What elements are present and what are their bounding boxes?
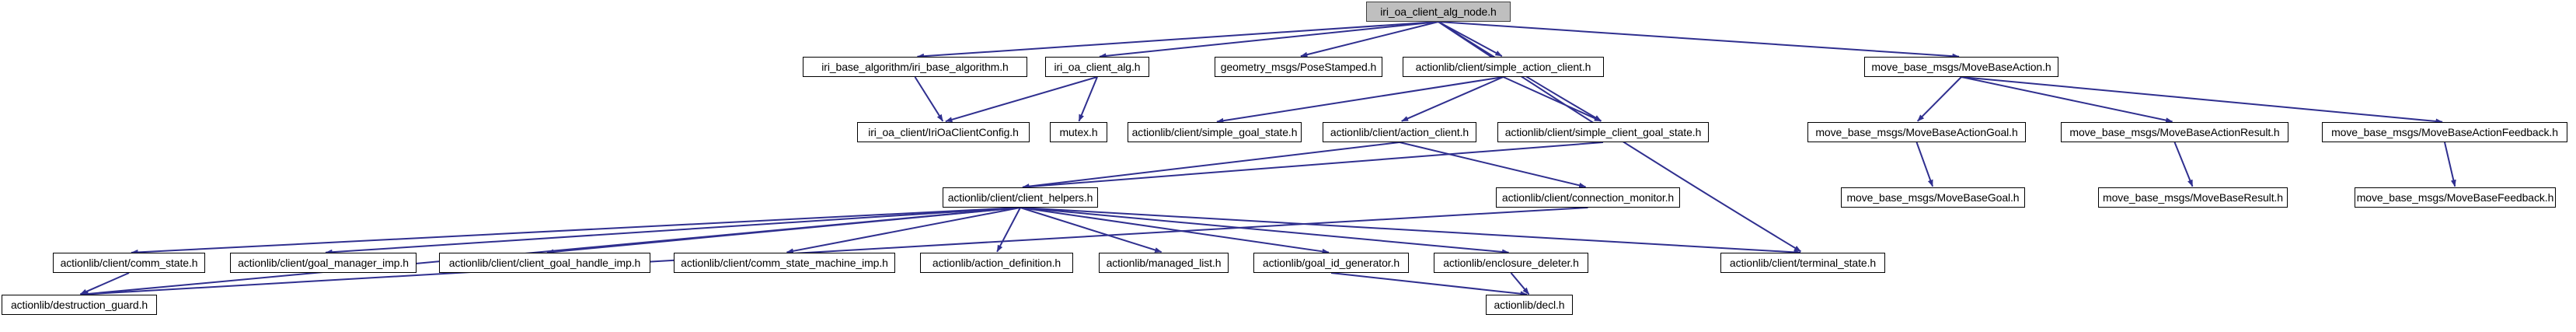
graph-node-label: actionlib/client/simple_client_goal_stat… [1504,126,1702,138]
graph-node-label: actionlib/action_definition.h [932,257,1061,269]
graph-edge [945,76,1098,123]
graph-edge [131,207,1021,255]
graph-edge [81,207,1021,297]
graph-node-label: actionlib/enclosure_deleter.h [1443,257,1579,269]
graph-node[interactable]: move_base_msgs/MoveBaseResult.h [2098,187,2288,208]
graph-node-label: actionlib/client/client_helpers.h [947,191,1093,204]
graph-node[interactable]: actionlib/client/simple_action_client.h [1403,57,1604,77]
graph-edge [1078,76,1098,122]
graph-edge [1020,207,1163,253]
graph-node-label: move_base_msgs/MoveBaseActionResult.h [2069,126,2280,138]
graph-edge [81,207,1588,297]
graph-node[interactable]: actionlib/client/goal_manager_imp.h [230,253,417,273]
graph-edge [1216,76,1504,124]
graph-edge [1961,76,2173,124]
graph-node[interactable]: iri_base_algorithm/iri_base_algorithm.h [803,57,1027,77]
graph-edge [996,207,1021,253]
graph-node-label: actionlib/client/connection_monitor.h [1501,191,1675,204]
graph-node-label: move_base_msgs/MoveBaseActionGoal.h [1815,126,2018,138]
graph-edge [1300,21,1439,58]
graph-node[interactable]: iri_oa_client/IriOaClientConfig.h [857,122,1030,142]
graph-node-label: actionlib/decl.h [1494,299,1565,311]
graph-node[interactable]: actionlib/client/comm_state_machine_imp.… [674,253,895,273]
graph-node[interactable]: actionlib/client/simple_goal_state.h [1128,122,1302,142]
graph-edge [2173,142,2194,187]
graph-node[interactable]: actionlib/client/terminal_state.h [1720,253,1885,273]
graph-node[interactable]: iri_oa_client_alg.h [1045,57,1149,77]
graph-node[interactable]: actionlib/enclosure_deleter.h [1434,253,1588,273]
graph-edge [79,272,130,295]
graph-node-label: move_base_msgs/MoveBaseFeedback.h [2356,191,2554,204]
graph-edge [1916,76,1962,122]
graph-node[interactable]: geometry_msgs/PoseStamped.h [1215,57,1382,77]
graph-node[interactable]: actionlib/managed_list.h [1099,253,1229,273]
graph-edge [325,207,1021,255]
graph-node-label: move_base_msgs/MoveBaseResult.h [2103,191,2283,204]
graph-edge [1503,76,1602,122]
graph-node[interactable]: actionlib/destruction_guard.h [2,295,157,315]
graph-node-label: mutex.h [1059,126,1098,138]
graph-node-label: iri_base_algorithm/iri_base_algorithm.h [821,61,1009,73]
graph-node-label: move_base_msgs/MoveBaseAction.h [1871,61,2051,73]
graph-node-label: actionlib/destruction_guard.h [10,299,148,311]
graph-node[interactable]: actionlib/client/comm_state.h [53,253,205,273]
graph-edge [1022,142,1604,190]
graph-node-label: actionlib/client/goal_manager_imp.h [238,257,409,269]
graph-edge [1330,272,1528,297]
graph-edge [1961,76,2443,124]
graph-node-label: move_base_msgs/MoveBaseGoal.h [1846,191,2020,204]
graph-edge [1510,272,1530,295]
graph-edge [1022,142,1400,190]
graph-node-label: iri_oa_client_alg.h [1054,61,1141,73]
graph-edge [916,21,1439,59]
graph-node[interactable]: actionlib/client/action_client.h [1323,122,1476,142]
graph-edge [2444,142,2456,187]
graph-edge [786,207,1021,254]
graph-edge [1438,21,1960,59]
graph-node[interactable]: move_base_msgs/MoveBaseFeedback.h [2355,187,2556,208]
graph-node-label: actionlib/managed_list.h [1106,257,1222,269]
graph-node[interactable]: actionlib/client/simple_client_goal_stat… [1497,122,1709,142]
graph-node[interactable]: move_base_msgs/MoveBaseActionFeedback.h [2322,122,2567,142]
graph-node-label: actionlib/goal_id_generator.h [1262,257,1400,269]
graph-edge [914,76,944,122]
graph-node-label: actionlib/client/action_client.h [1330,126,1469,138]
graph-node-root[interactable]: iri_oa_client_alg_node.h [1366,2,1511,22]
graph-node-label: actionlib/client/client_goal_handle_imp.… [448,257,641,269]
graph-node[interactable]: move_base_msgs/MoveBaseActionResult.h [2061,122,2288,142]
graph-edge [1915,142,1934,187]
graph-node-label: actionlib/client/simple_goal_state.h [1131,126,1298,138]
graph-node[interactable]: actionlib/client/connection_monitor.h [1496,187,1680,208]
graph-node[interactable]: actionlib/client/client_goal_handle_imp.… [439,253,650,273]
graph-node-label: iri_oa_client/IriOaClientConfig.h [868,126,1019,138]
graph-edge [1438,21,1503,57]
graph-node[interactable]: move_base_msgs/MoveBaseAction.h [1864,57,2058,77]
graph-edge [1399,142,1587,188]
graph-node-label: actionlib/client/comm_state_machine_imp.… [681,257,888,269]
graph-node-label: actionlib/client/simple_action_client.h [1415,61,1591,73]
graph-node-label: actionlib/client/terminal_state.h [1729,257,1877,269]
graph-node[interactable]: move_base_msgs/MoveBaseActionGoal.h [1807,122,2026,142]
graph-edge [546,207,1021,255]
graph-node-label: actionlib/client/comm_state.h [60,257,198,269]
graph-node[interactable]: mutex.h [1050,122,1107,142]
graph-node[interactable]: actionlib/decl.h [1486,295,1573,315]
graph-edge [1020,207,1801,255]
graph-node[interactable]: actionlib/client/client_helpers.h [943,187,1098,208]
graph-edge [1020,207,1510,255]
graph-node-label: move_base_msgs/MoveBaseActionFeedback.h [2331,126,2558,138]
graph-node[interactable]: actionlib/action_definition.h [920,253,1073,273]
graph-edge [1020,207,1330,254]
graph-node-label: iri_oa_client_alg_node.h [1380,5,1497,18]
graph-node-label: geometry_msgs/PoseStamped.h [1220,61,1377,73]
graph-node[interactable]: actionlib/goal_id_generator.h [1253,253,1409,273]
graph-node[interactable]: move_base_msgs/MoveBaseGoal.h [1841,187,2025,208]
graph-edge [1099,21,1439,59]
graph-edge [1401,76,1504,122]
